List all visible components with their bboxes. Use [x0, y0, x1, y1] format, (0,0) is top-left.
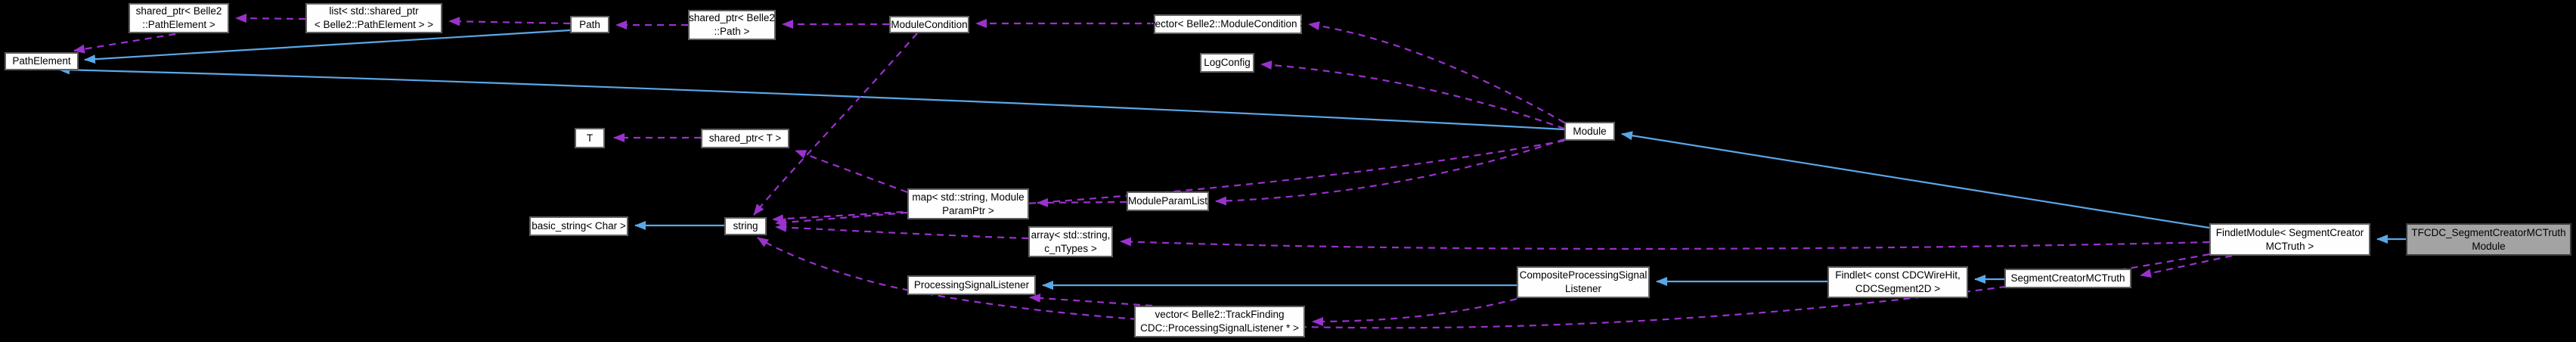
node-label: shared_ptr< Belle2	[689, 12, 775, 23]
node-label: ParamPtr >	[942, 204, 994, 216]
node-label: shared_ptr< Belle2	[135, 5, 222, 17]
node-label: ModuleCondition	[891, 18, 968, 30]
node-list-shared-ptr[interactable]: list< std::shared_ptr < Belle2::PathElem…	[305, 3, 442, 33]
node-label: < Belle2::PathElement > >	[314, 19, 434, 30]
node-label: vector< Belle2::TrackFinding	[1155, 309, 1285, 320]
node-string[interactable]: string	[724, 217, 767, 235]
node-basic-string[interactable]: basic_string< Char >	[529, 216, 628, 236]
node-label: ::PathElement >	[142, 19, 215, 30]
node-findlet[interactable]: Findlet< const CDCWireHit, CDCSegment2D …	[1827, 266, 1968, 298]
node-label: SegmentCreatorMCTruth	[2010, 272, 2125, 284]
node-module[interactable]: Module	[1564, 122, 1615, 141]
node-t[interactable]: T	[575, 128, 605, 148]
node-label: CDC::ProcessingSignalListener * >	[1140, 322, 1299, 334]
edge-modulecondition-to-string	[753, 33, 918, 216]
node-label: shared_ptr< T >	[708, 132, 782, 144]
node-label: Path	[579, 18, 600, 30]
edge-module-to-pathelement	[58, 65, 1565, 131]
node-shared-ptr-pathelement[interactable]: shared_ptr< Belle2 ::PathElement >	[129, 3, 229, 33]
node-label: Findlet< const CDCWireHit,	[1835, 269, 1961, 281]
node-moduleparamlist[interactable]: ModuleParamList	[1127, 191, 1209, 211]
node-label: Module	[1573, 125, 1607, 137]
edge-sptrpathelement-to-pathelement	[73, 33, 176, 54]
node-label: MCTruth >	[2265, 240, 2314, 252]
edge-findletmodule-to-array	[1120, 237, 2210, 250]
node-label: map< std::string, Module	[912, 191, 1025, 203]
edge-array-to-string	[775, 222, 1029, 240]
node-compositeprocessingsignallistener[interactable]: CompositeProcessingSignal Listener	[1517, 266, 1650, 298]
node-path[interactable]: Path	[570, 16, 609, 33]
node-label: ModuleParamList	[1127, 195, 1208, 207]
edge-module-to-logconfig	[1260, 61, 1565, 130]
node-findletmodule[interactable]: FindletModule< SegmentCreator MCTruth >	[2209, 223, 2370, 256]
node-label: CDCSegment2D >	[1855, 283, 1941, 294]
node-segmentcreatormctruth[interactable]: SegmentCreatorMCTruth	[2004, 269, 2131, 288]
node-label: TFCDC_SegmentCreatorMCTruth	[2411, 226, 2566, 238]
edge-module-to-vectormc	[1308, 21, 1565, 123]
node-logconfig[interactable]: LogConfig	[1200, 53, 1254, 73]
node-label: ::Path >	[714, 26, 750, 37]
node-label: Module	[2472, 240, 2506, 252]
node-label: T	[586, 132, 594, 144]
edge-composite-to-vectorpsl	[1312, 297, 1517, 326]
node-pathelement[interactable]: PathElement	[5, 52, 79, 70]
node-label: array< std::string,	[1031, 229, 1111, 241]
node-label: FindletModule< SegmentCreator	[2215, 226, 2364, 238]
node-label: c_nTypes >	[1044, 242, 1097, 254]
node-modulecondition[interactable]: ModuleCondition	[889, 16, 969, 33]
node-label: string	[733, 220, 758, 232]
node-processingsignallistener[interactable]: ProcessingSignalListener	[907, 275, 1036, 295]
edge-map-to-string	[775, 211, 908, 227]
edge-map-to-sptrt	[795, 149, 908, 194]
edge-path-to-pathelement	[84, 29, 571, 64]
node-label: basic_string< Char >	[532, 220, 626, 232]
edge-findletmodule-to-module	[1621, 131, 2210, 229]
node-label: PathElement	[12, 55, 71, 67]
edge-module-to-moduleparamlist	[1215, 138, 1565, 206]
node-label: Listener	[1564, 283, 1602, 294]
node-tfcdc-segmentcreatormctruthmodule: TFCDC_SegmentCreatorMCTruth Module	[2406, 223, 2571, 256]
node-label: vector< Belle2::ModuleCondition >	[1149, 18, 1307, 30]
node-vector-modulecondition[interactable]: vector< Belle2::ModuleCondition >	[1150, 14, 1306, 34]
node-vector-processingsignallistener[interactable]: vector< Belle2::TrackFinding CDC::Proces…	[1134, 306, 1305, 337]
edge-findletmodule-to-segcreator	[2140, 254, 2233, 278]
node-label: ProcessingSignalListener	[913, 279, 1030, 291]
edge-moduleparamlist-to-map	[1037, 197, 1127, 207]
node-label: list< std::shared_ptr	[329, 5, 419, 17]
node-array-string[interactable]: array< std::string, c_nTypes >	[1028, 226, 1113, 257]
node-shared-ptr-t[interactable]: shared_ptr< T >	[701, 129, 789, 148]
node-map-moduleparamptr[interactable]: map< std::string, Module ParamPtr >	[907, 188, 1029, 219]
node-shared-ptr-path[interactable]: shared_ptr< Belle2 ::Path >	[688, 10, 776, 40]
node-label: LogConfig	[1204, 57, 1251, 68]
edge-path-to-list	[448, 17, 571, 26]
edge-vectorpsl-to-psl	[1029, 293, 1153, 307]
edge-list-to-sptrpathelement	[235, 14, 306, 23]
node-label: CompositeProcessingSignal	[1519, 269, 1648, 281]
